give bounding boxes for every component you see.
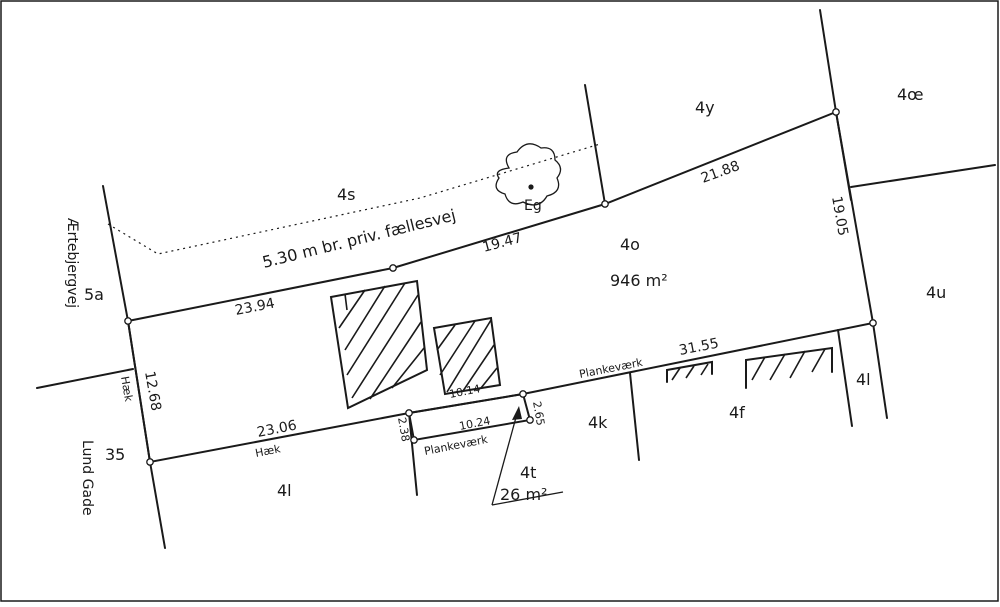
parcel-label-4f: 4f xyxy=(729,403,745,422)
hedge-label-vertical: Hæk xyxy=(118,375,135,403)
survey-point xyxy=(405,409,413,417)
parcel-label-4oe: 4œ xyxy=(897,85,924,104)
leader-4t xyxy=(491,406,564,506)
parcel-label-4l-left: 4l xyxy=(277,481,292,500)
house-number-35: 35 xyxy=(105,445,125,464)
measurement-12-68: 12.68 xyxy=(141,370,164,412)
survey-point xyxy=(146,458,154,466)
parcel-label-4s: 4s xyxy=(337,185,356,204)
building-main xyxy=(329,279,429,410)
measurement-23-06: 23.06 xyxy=(256,418,298,441)
fence-label-top: Plankeværk xyxy=(578,356,644,381)
measurement-10-24: 10.24 xyxy=(458,414,491,433)
measurement-10-14: 10.14 xyxy=(448,382,481,401)
survey-point xyxy=(410,436,418,444)
measurement-31-55: 31.55 xyxy=(678,336,720,359)
boundary-4k-4f xyxy=(629,372,640,461)
parcel-label-4k: 4k xyxy=(588,413,608,432)
tree-icon xyxy=(495,143,562,206)
hedge-label-bottom: Hæk xyxy=(254,442,282,460)
boundary-east-upper xyxy=(835,111,852,201)
street-label-aertebjergvej: Ærtebjergvej xyxy=(64,218,80,308)
street-label-lund-gade: Lund Gade xyxy=(79,440,95,516)
private-road-label: 5.30 m br. priv. fællesvej xyxy=(260,205,457,271)
measurement-2-38: 2.38 xyxy=(395,416,412,442)
boundary-4y-4oe xyxy=(819,9,837,113)
survey-point xyxy=(832,108,840,116)
measurement-2-65: 2.65 xyxy=(530,400,547,426)
survey-point xyxy=(389,264,397,272)
parcel-label-4t: 4t xyxy=(520,463,536,482)
measurement-19-47: 19.47 xyxy=(481,230,524,256)
boundary-4s-4y xyxy=(584,84,606,205)
parcel-label-5a: 5a xyxy=(84,285,104,304)
shed-a xyxy=(666,360,713,383)
measurement-23-94: 23.94 xyxy=(234,296,276,319)
building-secondary xyxy=(432,316,502,396)
boundary-4l-4t xyxy=(408,412,418,496)
left-boundary-line xyxy=(102,185,166,549)
shed-b xyxy=(745,346,833,389)
survey-point xyxy=(124,317,132,325)
boundary-4u-4l xyxy=(872,322,888,419)
boundary-4oe-4u xyxy=(850,164,996,188)
survey-point xyxy=(601,200,609,208)
area-label-main: 946 m² xyxy=(610,271,668,290)
measurement-21-88: 21.88 xyxy=(699,158,742,187)
area-label-small: 26 m² xyxy=(500,485,547,504)
road-edge-dotted xyxy=(107,143,601,255)
parcel-label-4y: 4y xyxy=(695,98,715,117)
measurement-19-05: 19.05 xyxy=(828,195,851,237)
tree-label: Eg xyxy=(524,198,542,214)
survey-point xyxy=(526,416,534,424)
parcel-4o-boundary xyxy=(127,110,875,464)
survey-point xyxy=(869,319,877,327)
parcel-label-4u: 4u xyxy=(926,283,946,302)
parcel-label-4o: 4o xyxy=(620,235,640,254)
boundary-5a-35 xyxy=(36,368,134,389)
parcel-label-4l-right: 4l xyxy=(856,370,871,389)
survey-point xyxy=(519,390,527,398)
boundary-4f-4l xyxy=(837,329,853,427)
